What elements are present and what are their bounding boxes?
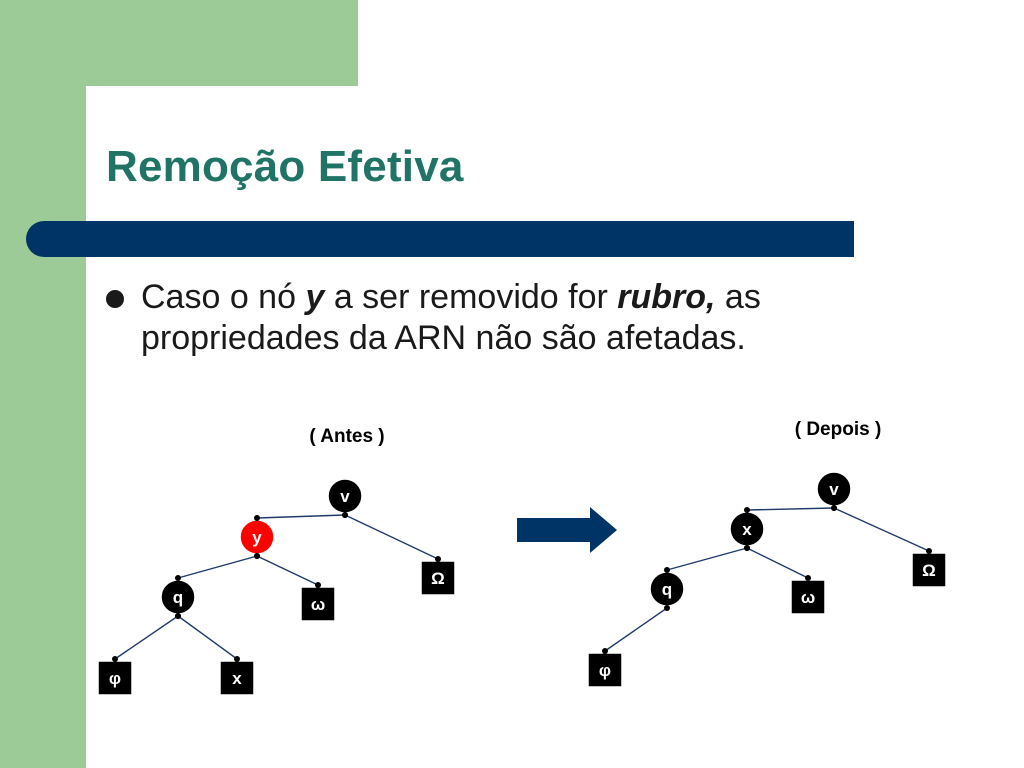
edge-dot-before-y bbox=[254, 515, 260, 521]
title-underline-bar bbox=[26, 221, 854, 257]
node-before-x-label: x bbox=[232, 669, 242, 688]
edge-after-x-omega-lower bbox=[746, 547, 809, 579]
node-after-phi-label: φ bbox=[599, 661, 611, 680]
bullet-text: Caso o nó y a ser removido for rubro, as… bbox=[141, 277, 921, 359]
node-before-y-label: y bbox=[252, 528, 262, 547]
green-sidebar-band bbox=[0, 0, 86, 768]
edge-dot-after-omega-lower bbox=[805, 575, 811, 581]
edge-dot-before-q bbox=[175, 613, 181, 619]
edge-before-v-omega-upper bbox=[344, 514, 439, 560]
node-before-omega-lower-label: ω bbox=[311, 595, 325, 614]
edge-dot-after-x bbox=[744, 545, 750, 551]
node-after-x-label: x bbox=[742, 520, 752, 539]
node-before-phi-shape bbox=[97, 660, 133, 696]
edge-dot-before-omega-upper bbox=[435, 556, 441, 562]
node-after-omega-lower-shape bbox=[790, 579, 826, 615]
edge-dot-after-omega-upper bbox=[926, 548, 932, 554]
bullet-text-part1: Caso o nó bbox=[141, 278, 306, 316]
node-after-omega-lower-label: ω bbox=[801, 588, 815, 607]
node-before-v-label: v bbox=[340, 487, 350, 506]
content-panel bbox=[86, 86, 1024, 768]
node-before-omega-upper-shape bbox=[420, 560, 456, 596]
right-arrow-icon bbox=[517, 507, 617, 553]
edge-before-q-x bbox=[177, 615, 238, 660]
edge-dot-before-omega-lower bbox=[315, 582, 321, 588]
edge-after-v-x bbox=[746, 507, 835, 511]
edge-after-x-q bbox=[666, 547, 748, 571]
bullet-dot-icon bbox=[106, 290, 124, 308]
node-after-phi-shape bbox=[587, 652, 623, 688]
node-before-q-label: q bbox=[173, 588, 183, 607]
node-before-omega-upper-label: Ω bbox=[431, 569, 445, 588]
edge-dot-after-q bbox=[664, 605, 670, 611]
edge-dot-before-phi bbox=[112, 656, 118, 662]
edge-dot-after-q bbox=[664, 567, 670, 573]
edge-dot-after-v bbox=[831, 505, 837, 511]
caption-before: ( Antes ) bbox=[309, 426, 384, 447]
node-after-q-label: q bbox=[662, 580, 672, 599]
edge-dot-before-x bbox=[234, 656, 240, 662]
bullet-text-part3: as propriedades da ARN não são afetadas. bbox=[141, 278, 761, 357]
bullet-text-y: y bbox=[305, 278, 325, 316]
edge-dot-after-phi bbox=[602, 648, 608, 654]
edge-dot-after-x bbox=[744, 507, 750, 513]
edge-dot-before-y bbox=[254, 553, 260, 559]
edge-dot-before-q bbox=[175, 575, 181, 581]
node-after-v-label: v bbox=[829, 480, 839, 499]
edge-after-v-omega-upper bbox=[833, 507, 930, 552]
edge-after-q-phi bbox=[604, 607, 668, 652]
tree-after: v xΩq ω φ bbox=[587, 471, 947, 688]
edge-before-y-q bbox=[177, 555, 258, 579]
caption-after: ( Depois ) bbox=[795, 419, 882, 440]
slide-title: Remoção Efetiva bbox=[106, 142, 464, 191]
bullet-text-rubro: rubro, bbox=[617, 278, 716, 316]
node-before-x-shape bbox=[219, 660, 255, 696]
node-after-omega-upper-label: Ω bbox=[922, 561, 936, 580]
edge-dot-before-v bbox=[342, 512, 348, 518]
edge-before-v-y bbox=[256, 514, 346, 519]
tree-before: v yΩq ω φ x bbox=[97, 478, 456, 696]
bullet-text-part2: a ser removido for bbox=[324, 278, 618, 316]
edge-before-q-phi bbox=[114, 615, 179, 660]
node-before-phi-label: φ bbox=[109, 669, 121, 688]
green-top-band bbox=[0, 0, 358, 86]
edge-before-y-omega-lower bbox=[256, 555, 319, 586]
